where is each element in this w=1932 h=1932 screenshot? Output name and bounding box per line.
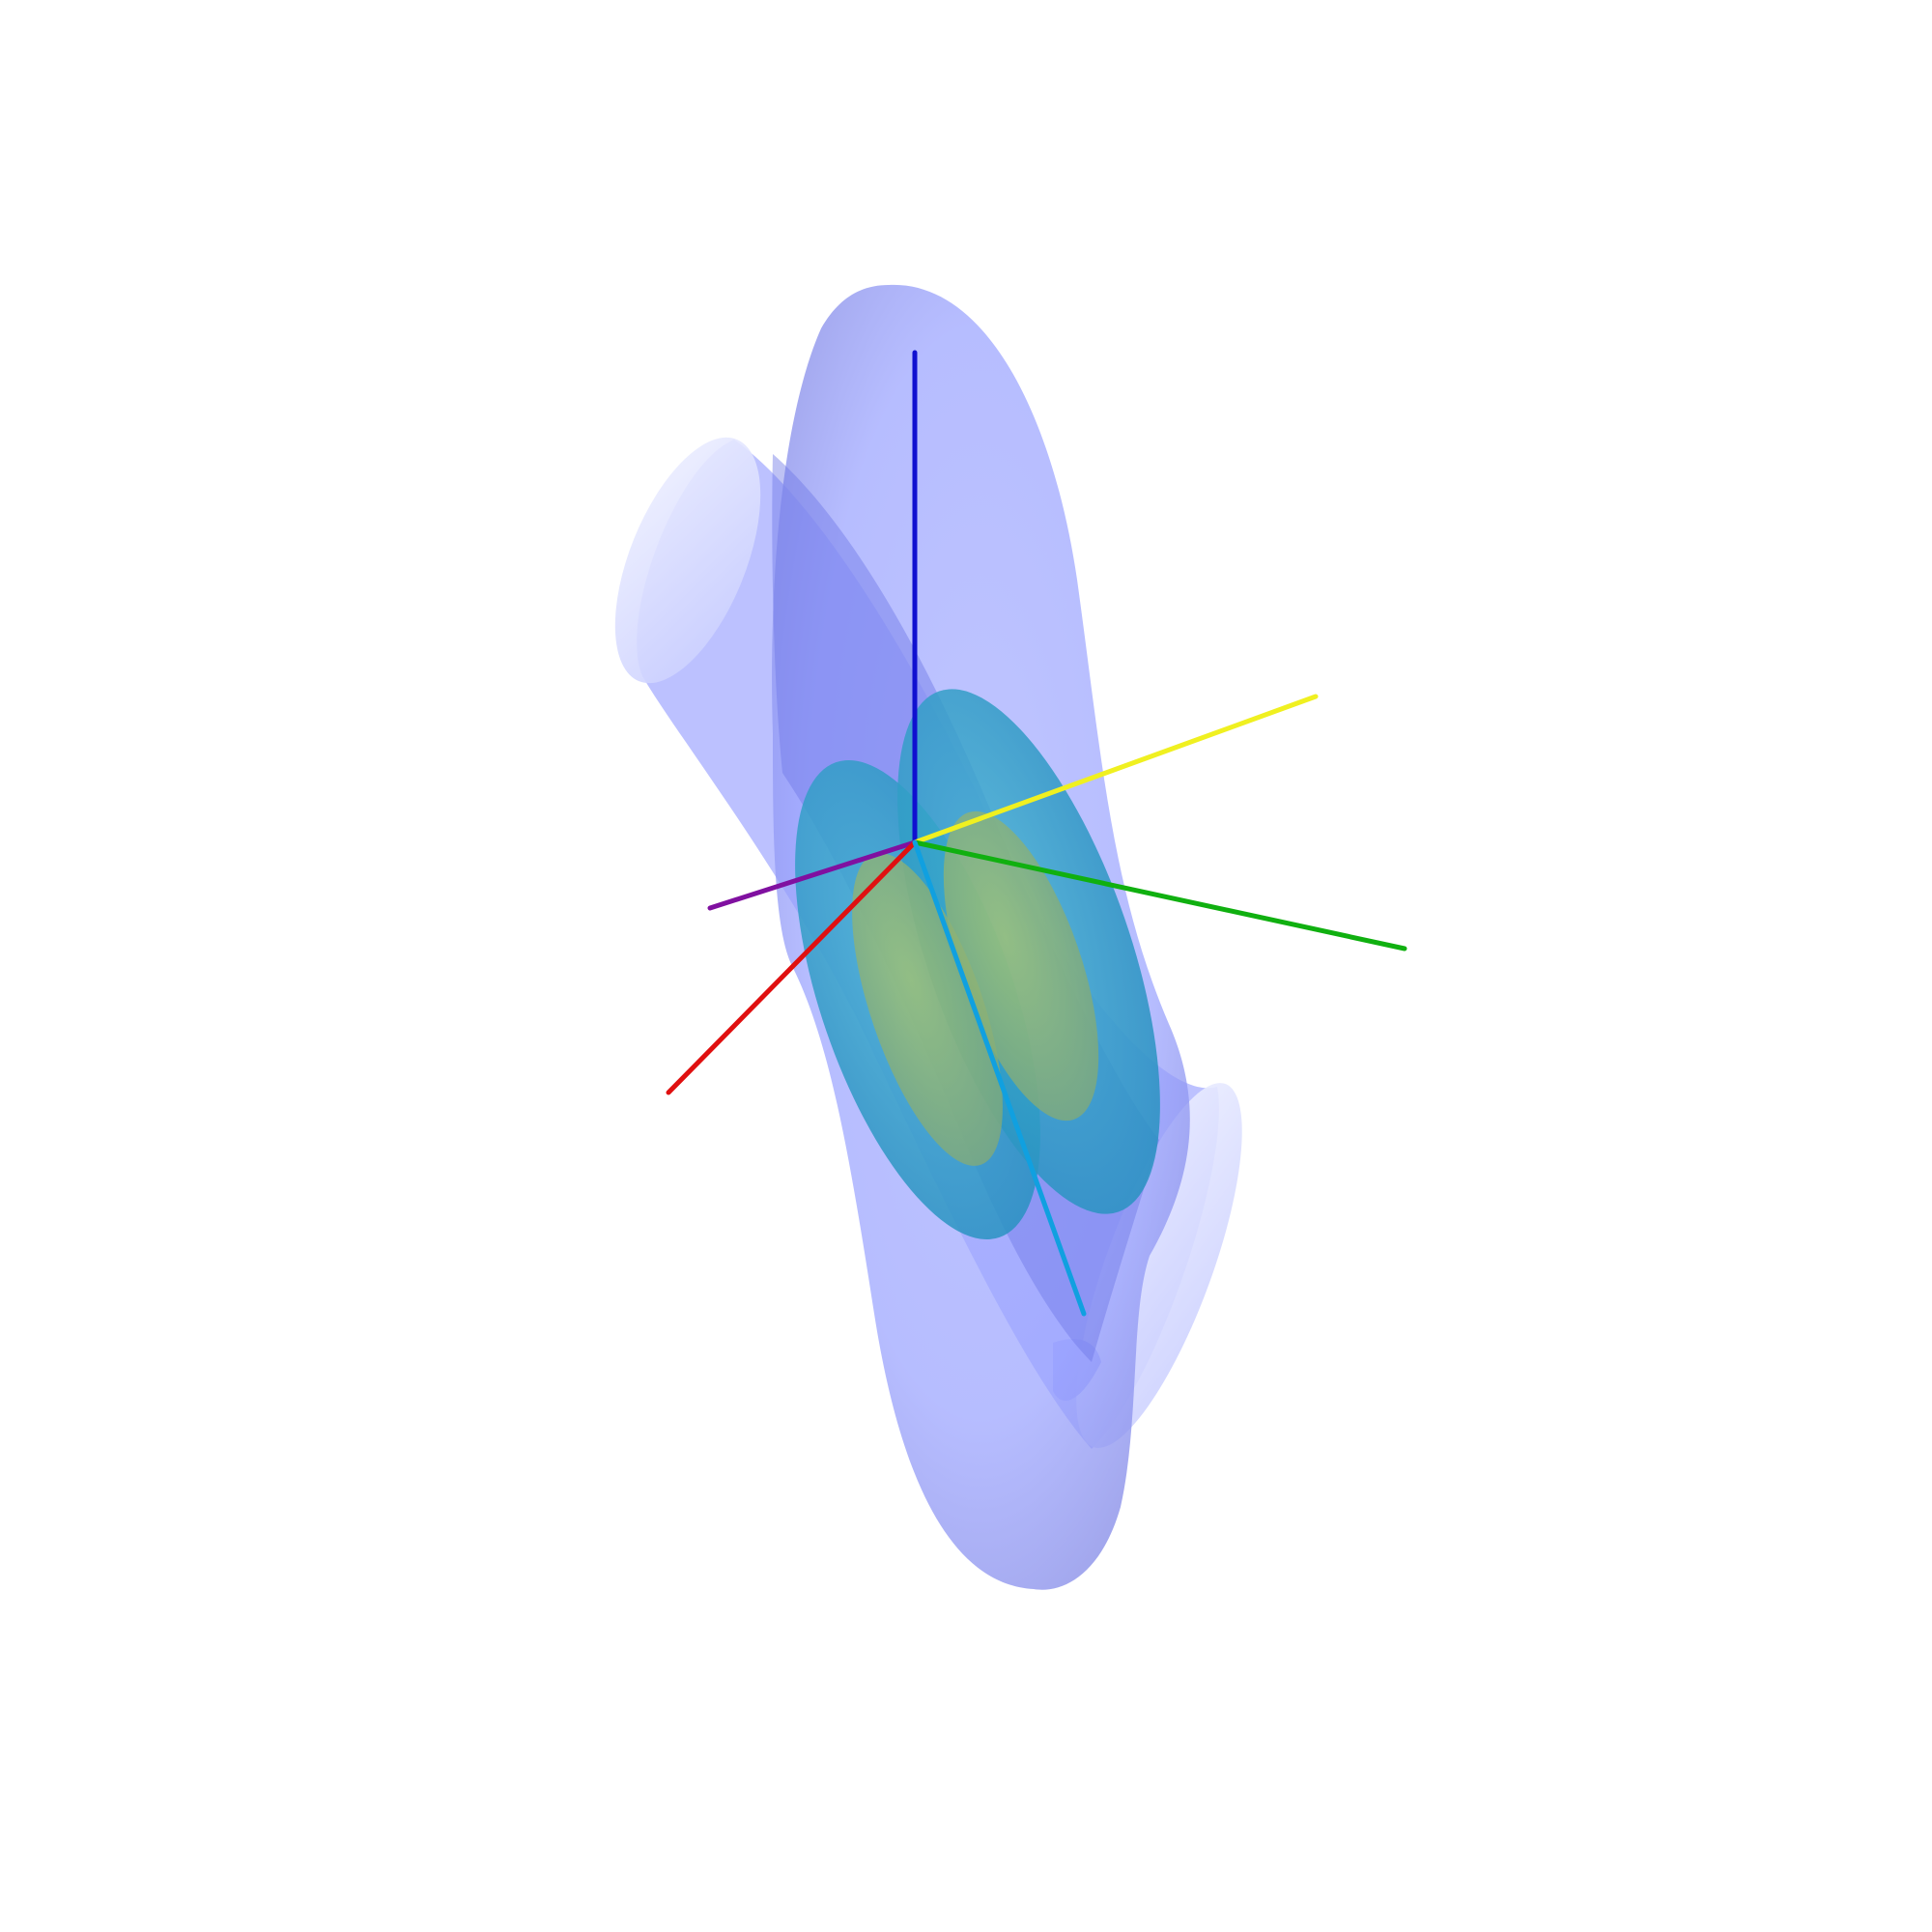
axis-green <box>912 839 1407 952</box>
axis-cyan <box>912 839 1087 1317</box>
axes <box>666 350 1407 1317</box>
inner-lobe-right <box>943 810 1099 1122</box>
back-tube-top-cap <box>614 437 761 684</box>
axis-red <box>666 839 918 1095</box>
axis-purple <box>707 839 918 911</box>
inner-lobes <box>852 810 1099 1166</box>
axis-yellow <box>912 694 1319 845</box>
inner-lobe-left <box>852 853 1003 1166</box>
